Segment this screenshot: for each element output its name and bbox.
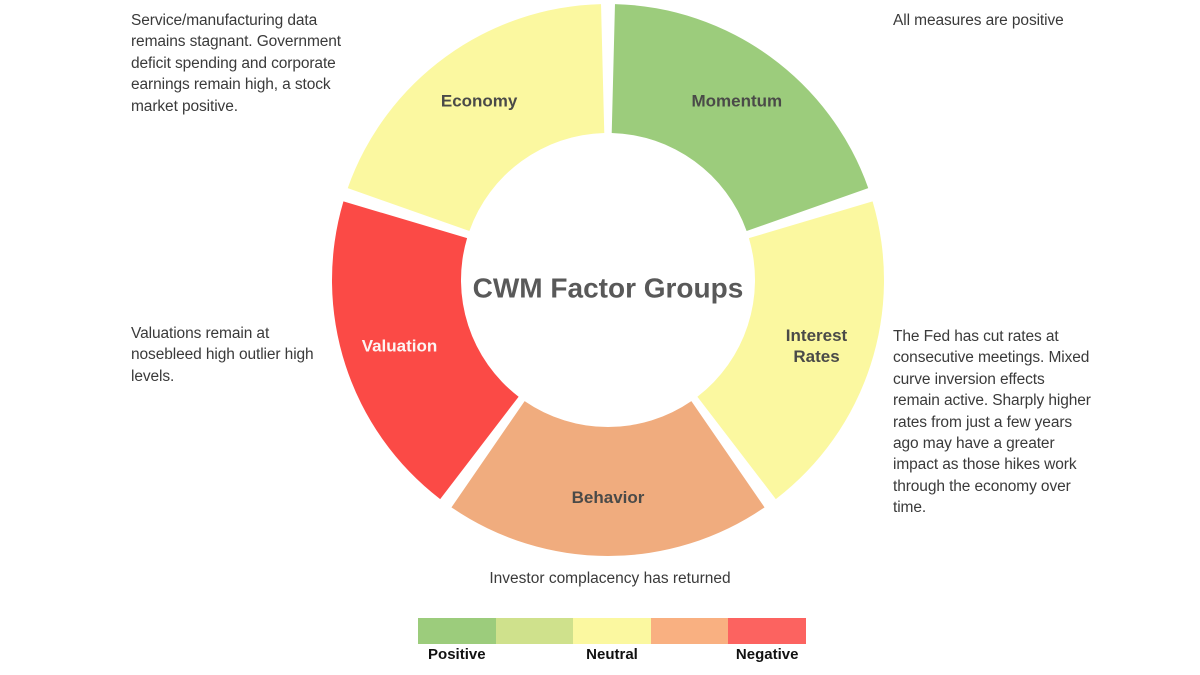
note-economy: Service/manufacturing data remains stagn…: [131, 12, 341, 115]
legend-swatch-2: [573, 618, 651, 644]
donut-segments: [332, 4, 884, 556]
legend: Positive Neutral Negative: [418, 618, 806, 670]
note-behavior: Investor complacency has returned: [489, 570, 731, 587]
donut-segment-valuation[interactable]: [332, 201, 519, 500]
donut-label-economy: Economy: [441, 92, 518, 111]
donut-segment-interest-rates[interactable]: [697, 201, 884, 500]
donut-segment-behavior[interactable]: [451, 401, 765, 556]
legend-label-negative: Negative: [735, 646, 799, 663]
note-interest-rates: The Fed has cut rates at consecutive mee…: [893, 328, 1091, 516]
donut-segment-economy[interactable]: [347, 4, 605, 232]
chart-center-title: CWM Factor Groups: [473, 272, 744, 303]
legend-swatch-4: [728, 618, 806, 644]
legend-swatch-3: [650, 618, 729, 644]
legend-labels: Positive Neutral Negative: [418, 646, 806, 670]
donut-segment-momentum[interactable]: [611, 4, 869, 232]
legend-color-bar: [418, 618, 806, 644]
legend-swatch-0: [418, 618, 496, 644]
donut-label-behavior: Behavior: [572, 489, 645, 508]
legend-label-positive: Positive: [428, 646, 486, 663]
legend-swatch-1: [495, 618, 574, 644]
note-momentum: All measures are positive: [893, 12, 1064, 29]
donut-label-momentum: Momentum: [692, 92, 783, 111]
note-valuation: Valuations remain at nosebleed high outl…: [131, 325, 314, 385]
donut-label-valuation: Valuation: [362, 337, 438, 356]
legend-label-neutral: Neutral: [586, 646, 638, 663]
